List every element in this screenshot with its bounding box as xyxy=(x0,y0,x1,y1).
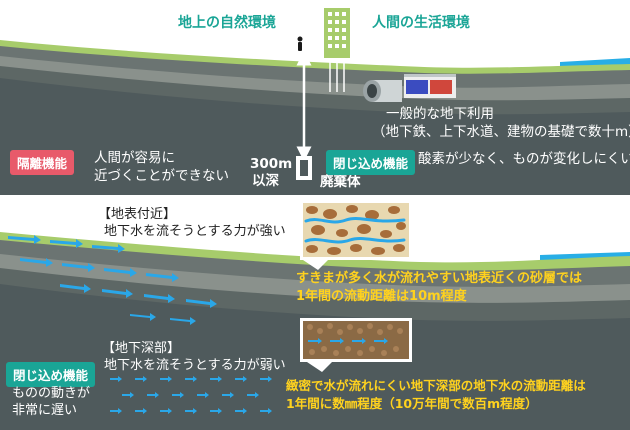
waste-package-icon xyxy=(296,156,312,180)
deep-note-line1: 緻密で水が流れにくい地下深部の地下水の流動距離は xyxy=(286,378,586,393)
deep-motion-line2: 非常に遅い xyxy=(12,403,78,418)
containment-badge-bottom: 閉じ込め機能 xyxy=(6,362,96,387)
near-surface-heading: 【地表付近】 xyxy=(98,207,177,222)
containment-badge-top: 閉じ込め機能 xyxy=(326,150,416,175)
near-surface-note-line1: すきまが多く水が流れやすい地表近くの砂層では xyxy=(296,271,583,286)
isolation-badge: 隔離機能 xyxy=(10,150,75,175)
deep-note-line2: 1年間に数㎜程度（10万年間で数百m程度） xyxy=(286,396,538,411)
underground-use-line1: 一般的な地下利用 xyxy=(386,106,494,122)
deep-heading: 【地下深部】 xyxy=(102,341,181,356)
top-panel-ground xyxy=(0,0,630,195)
deep-text: 地下水を流そうとする力が弱い xyxy=(104,358,286,373)
isolation-text-line1: 人間が容易に xyxy=(94,150,175,166)
isolation-text-line2: 近づくことができない xyxy=(94,168,229,184)
depth-label-line2: 以深 xyxy=(252,173,279,189)
label-human-environment: 人間の生活環境 xyxy=(372,15,470,31)
underground-use-line2: （地下鉄、上下水道、建物の基礎で数十m） xyxy=(372,124,630,140)
near-surface-note-line2: 1年間の流動距離は10m程度 xyxy=(296,289,467,304)
person-icon xyxy=(297,36,303,51)
deep-flow-arrows xyxy=(110,376,272,414)
tunnel-pipe-icon xyxy=(363,80,402,102)
deep-rock-callout xyxy=(300,318,412,372)
label-natural-environment: 地上の自然環境 xyxy=(178,15,276,31)
containment-text: 酸素が少なく、ものが変化しにくい xyxy=(418,151,630,167)
subway-tunnel-icon xyxy=(404,74,456,98)
near-surface-text: 地下水を流そうとする力が強い xyxy=(104,224,286,239)
building-icon xyxy=(324,8,350,92)
sand-layer-callout xyxy=(300,200,412,270)
depth-label-line1: 300m xyxy=(250,156,293,172)
waste-package-label: 廃棄体 xyxy=(320,174,361,190)
deep-motion-line1: ものの動きが xyxy=(12,386,91,401)
near-surface-flow-arrows xyxy=(8,235,217,325)
